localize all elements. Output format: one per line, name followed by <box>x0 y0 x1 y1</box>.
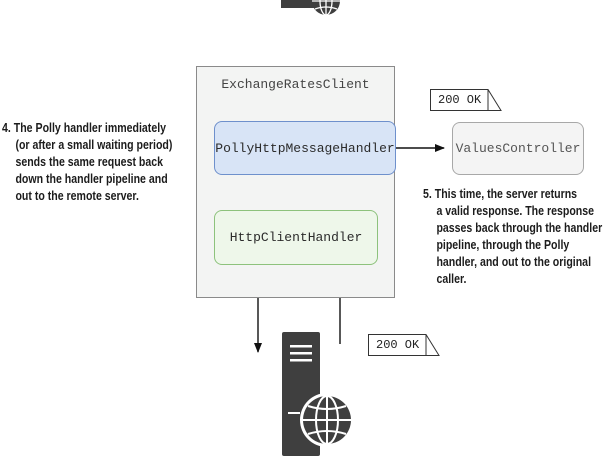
response-tag-top-label: 200 OK <box>438 93 482 107</box>
note-line: out to the remote server. <box>15 189 139 203</box>
note-line: passes back through the handler <box>436 221 603 235</box>
polly-handler-box: PollyHttpMessageHandler <box>214 121 396 175</box>
step-4-note: 4. The Polly handler immediately (or aft… <box>2 120 172 205</box>
step-5-note: 5. This time, the server returns a valid… <box>423 186 602 288</box>
polly-handler-label: PollyHttpMessageHandler <box>215 140 395 156</box>
response-tag-bottom-label: 200 OK <box>376 338 420 352</box>
note-line: handler, and out to the original <box>436 255 592 269</box>
client-title: ExchangeRatesClient <box>221 77 370 92</box>
note-line: 5. This time, the server returns <box>423 187 578 201</box>
values-controller-box: ValuesController <box>452 122 584 175</box>
note-line: 4. The Polly handler immediately <box>2 121 167 135</box>
response-tag-top: 200 OK <box>430 89 502 111</box>
tag-shape-icon <box>368 334 440 356</box>
note-line: pipeline, through the Polly <box>436 238 570 252</box>
server-bottom-icon <box>282 332 354 456</box>
note-line: caller. <box>436 272 467 286</box>
note-line: (or after a small waiting period) <box>15 138 173 152</box>
tag-shape-icon <box>430 89 502 111</box>
note-line: sends the same request back <box>15 155 164 169</box>
note-line: a valid response. The response <box>436 204 595 218</box>
response-tag-bottom: 200 OK <box>368 334 440 356</box>
httpclient-handler-box: HttpClientHandler <box>214 210 378 265</box>
httpclient-handler-label: HttpClientHandler <box>229 230 363 245</box>
values-controller-label: ValuesController <box>455 141 581 156</box>
server-top-icon <box>281 0 340 16</box>
note-line: down the handler pipeline and <box>15 172 168 186</box>
